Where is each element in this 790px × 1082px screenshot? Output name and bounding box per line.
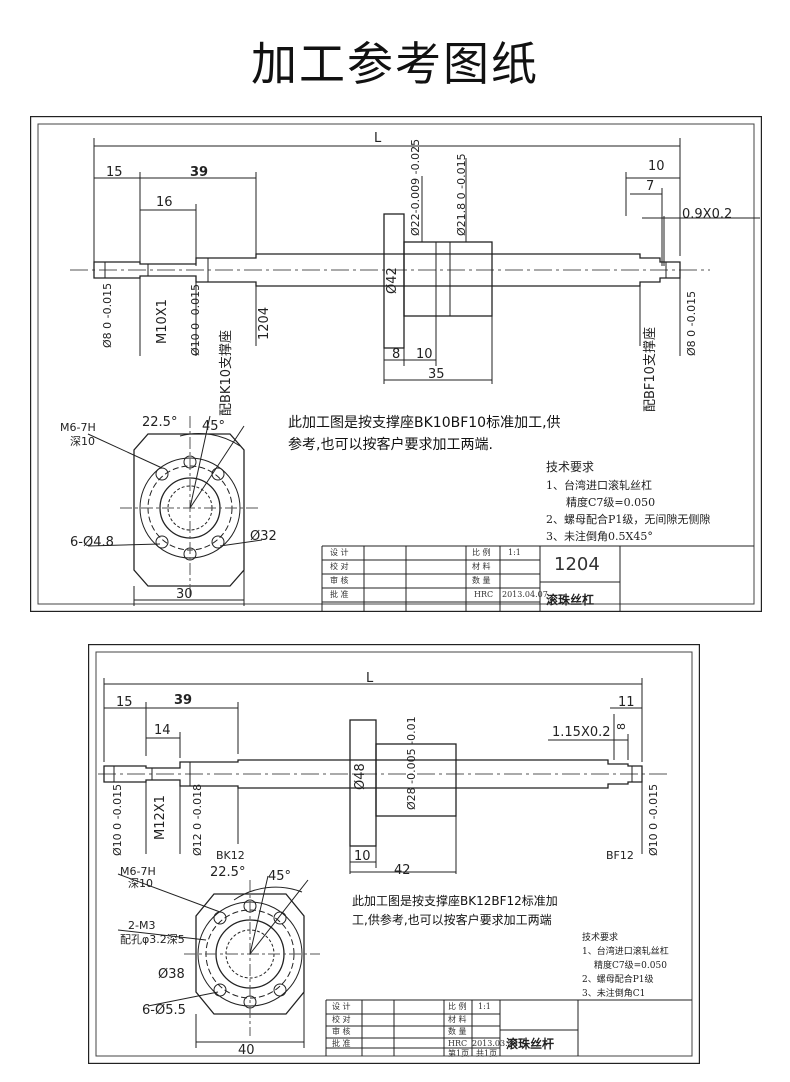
dia-8-right: Ø8 0 -0.015 — [685, 290, 698, 356]
flange-thread: M6-7H — [60, 421, 96, 434]
tech-item-3: 3、未注倒角0.5X45° — [546, 529, 653, 543]
tech-requirements: 技术要求 1、台湾进口滚轧丝杠 精度C7级=0.050 2、螺母配合P1级，无间… — [546, 458, 756, 545]
tap-note: 配孔φ3.2深5 — [120, 933, 185, 946]
drawing-1204-bk12-sheet: L 15 39 14 11 8 1.15X0.2 Ø48 Ø28 -0.005 … — [88, 644, 700, 1064]
tb2-date: 2013.03.25 — [472, 1039, 518, 1048]
dim-15-2: 15 — [116, 695, 133, 710]
tech-heading: 技术要求 — [546, 460, 595, 474]
dia-10-left: Ø10 0 -0.015 — [111, 783, 124, 856]
flange-depth-2: 深10 — [128, 877, 153, 890]
tech-item-1b: 精度C7级=0.050 — [566, 495, 656, 509]
width-30: 30 — [176, 587, 193, 602]
length-L-2: L — [366, 671, 374, 686]
tech-heading-2: 技术要求 — [582, 933, 619, 943]
groove-0-9x0-2: 0.9X0.2 — [682, 207, 733, 222]
tech-item-2-3: 3、未注倒角C1 — [582, 988, 646, 999]
tech-item-2-1: 1、台湾进口滚轧丝杠 — [582, 946, 669, 957]
tb2-scale-label: 比 例 — [448, 1002, 467, 1011]
tb-scale-value: 1:1 — [508, 548, 521, 557]
page-title: 加工参考图纸 — [251, 37, 539, 91]
dia-8-left: Ø8 0 -0.015 — [101, 282, 114, 348]
width-40: 40 — [238, 1043, 255, 1058]
dia-22-tol: Ø22-0.009 -0.025 — [409, 138, 422, 236]
tb2-material: 材 料 — [448, 1015, 467, 1024]
tb-hrc: HRC — [474, 590, 494, 599]
dim-14: 14 — [154, 723, 171, 738]
groove-1-15x0-2: 1.15X0.2 — [552, 725, 611, 740]
tech-item-1: 1、台湾进口滚轧丝杠 — [546, 478, 652, 492]
length-L: L — [374, 131, 382, 146]
pcd-32: Ø32 — [250, 529, 277, 544]
tech-item-2: 2、螺母配合P1级，无间隙无侧隙 — [546, 512, 711, 526]
tb-quantity: 数 量 — [472, 576, 491, 585]
thread-m10: M10X1 — [155, 299, 170, 344]
tech-requirements-2: 技术要求 1、台湾进口滚轧丝杠 精度C7级=0.050 2、螺母配合P1级 3、… — [582, 932, 692, 1002]
drawing-2-lines — [88, 644, 700, 1064]
tb-material: 材 料 — [472, 562, 491, 571]
flange-thread-2: M6-7H — [120, 865, 156, 878]
dia-10-right: Ø10 0 -0.015 — [647, 783, 660, 856]
tb2-quantity: 数 量 — [448, 1027, 467, 1036]
tb-date: 2013.04.07 — [502, 590, 548, 599]
tb-part-name: 滚珠丝杠 — [546, 593, 595, 607]
holes-6-4-8: 6-Ø4.8 — [70, 535, 114, 550]
holes-6-5-5: 6-Ø5.5 — [142, 1003, 186, 1018]
dia-10: Ø10 0 -0.015 — [189, 283, 202, 356]
dim-39-2: 39 — [174, 693, 193, 708]
tech-item-2-1b: 精度C7级=0.050 — [594, 960, 667, 971]
drawing-1-lines — [30, 116, 762, 612]
dim-35: 35 — [428, 367, 445, 382]
bk10-support-label: 配BK10支撑座 — [219, 330, 234, 416]
dia-28-tol: Ø28 -0.005 -0.01 — [405, 716, 418, 810]
tb2-check: 校 对 — [332, 1015, 351, 1024]
dia-42: Ø42 — [385, 267, 400, 294]
tb-design: 设 计 — [330, 548, 349, 557]
drawing-1200-sheet: L 15 39 16 10 7 0.9X0.2 Ø22-0.009 -0.025… — [30, 116, 762, 612]
flange-depth: 深10 — [70, 435, 95, 448]
dim-7: 7 — [646, 179, 655, 194]
tap-2-m3: 2-M3 — [128, 919, 156, 932]
tb2-part-name: 滚珠丝杆 — [506, 1037, 555, 1051]
dim-10: 10 — [648, 159, 665, 174]
tb2-scale-value: 1:1 — [478, 1002, 491, 1011]
dim-8: 8 — [392, 347, 401, 362]
bf12-label: BF12 — [606, 849, 634, 862]
angle-22-5-2: 22.5° — [210, 865, 246, 880]
bf10-support-label: 配BF10支撑座 — [643, 327, 658, 412]
thread-m12: M12X1 — [153, 795, 168, 840]
pcd-38: Ø38 — [158, 967, 185, 982]
angle-22-5: 22.5° — [142, 415, 178, 430]
dia-48: Ø48 — [353, 763, 368, 790]
tb-approve: 批 准 — [330, 590, 349, 599]
dia-21-8-tol: Ø21.8 0 -0.015 — [455, 153, 468, 236]
tb-model: 1204 — [554, 554, 600, 575]
dim-15: 15 — [106, 165, 123, 180]
dim-10-flange: 10 — [354, 849, 371, 864]
tb2-page: 第1页 — [448, 1049, 470, 1058]
dim-11: 11 — [618, 695, 635, 710]
dim-16: 16 — [156, 195, 173, 210]
tb2-approve: 批 准 — [332, 1039, 351, 1048]
tb2-hrc: HRC — [448, 1039, 468, 1048]
angle-45-2: 45° — [268, 869, 292, 884]
angle-45: 45° — [202, 419, 226, 434]
length-1204: 1204 — [257, 306, 272, 340]
dia-12: Ø12 0 -0.018 — [191, 783, 204, 856]
tech-item-2-2: 2、螺母配合P1级 — [582, 974, 654, 985]
dim-42: 42 — [394, 863, 411, 878]
tb-review: 审 核 — [330, 576, 349, 585]
tb2-total: 共1页 — [476, 1049, 498, 1058]
dim-8-right: 8 — [615, 723, 628, 730]
dim-39: 39 — [190, 165, 209, 180]
bk12-label: BK12 — [216, 849, 245, 862]
machining-note: 此加工图是按支撑座BK10BF10标准加工,供参考,也可以按客户要求加工两端. — [288, 415, 561, 454]
tb2-design: 设 计 — [332, 1002, 351, 1011]
tb-scale-label: 比 例 — [472, 548, 491, 557]
dim-10-nut: 10 — [416, 347, 433, 362]
tb2-review: 审 核 — [332, 1027, 351, 1036]
machining-note-2: 此加工图是按支撑座BK12BF12标准加工,供参考,也可以按客户要求加工两端 — [352, 894, 558, 928]
tb-check: 校 对 — [330, 562, 349, 571]
